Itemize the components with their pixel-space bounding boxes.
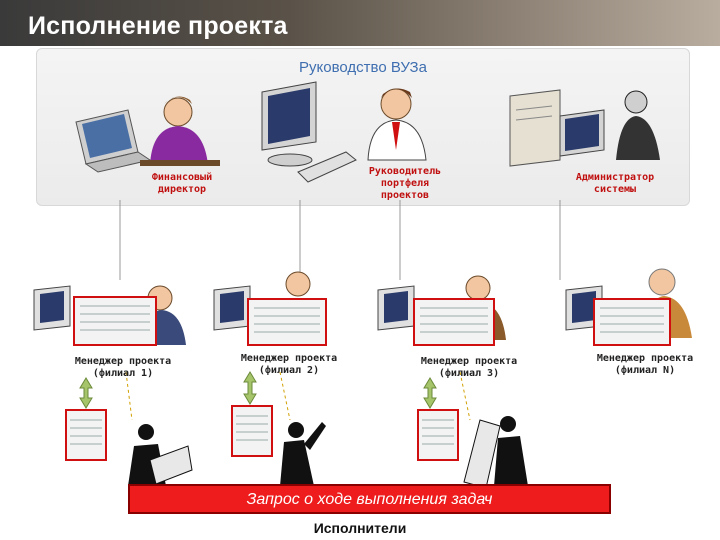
- laptop-icon: [76, 110, 150, 172]
- executor-report-3: [418, 410, 458, 460]
- request-bar-text: Запрос о ходе выполнения задач: [130, 491, 609, 509]
- manager-workstation-1: [34, 286, 186, 345]
- manager-workstation-2: [214, 272, 326, 345]
- server-icon: [510, 90, 560, 166]
- executor-silhouette-2: [280, 422, 326, 486]
- manager-workstation-3: [378, 276, 506, 345]
- manager-label-n: Менеджер проекта (филиал N): [580, 353, 710, 377]
- manager-label-3: Менеджер проекта (филиал 3): [404, 356, 534, 380]
- portfolio-manager-label: Руководитель портфеля проектов: [355, 166, 455, 202]
- finance-director-label: Финансовый директор: [140, 172, 224, 196]
- executor-report-1: [66, 410, 106, 460]
- admin-label: Администратор системы: [560, 172, 670, 196]
- finance-director-person-icon: [140, 96, 220, 166]
- executor-report-2: [232, 406, 272, 456]
- manager-label-2: Менеджер проекта (филиал 2): [224, 353, 354, 377]
- executor-silhouette-3: [464, 416, 528, 488]
- manager-label-1: Менеджер проекта (филиал 1): [58, 356, 188, 380]
- portfolio-manager-person-icon: [368, 88, 426, 160]
- manager-workstation-n: [566, 269, 692, 345]
- connector-lines: [120, 200, 560, 280]
- executor-silhouette-1: [128, 424, 192, 486]
- executors-label: Исполнители: [0, 520, 720, 536]
- monitor-icon: [262, 82, 316, 166]
- task-status-request-bar: Запрос о ходе выполнения задач: [128, 484, 611, 514]
- admin-person-icon: [616, 91, 660, 160]
- admin-monitor-icon: [560, 110, 604, 156]
